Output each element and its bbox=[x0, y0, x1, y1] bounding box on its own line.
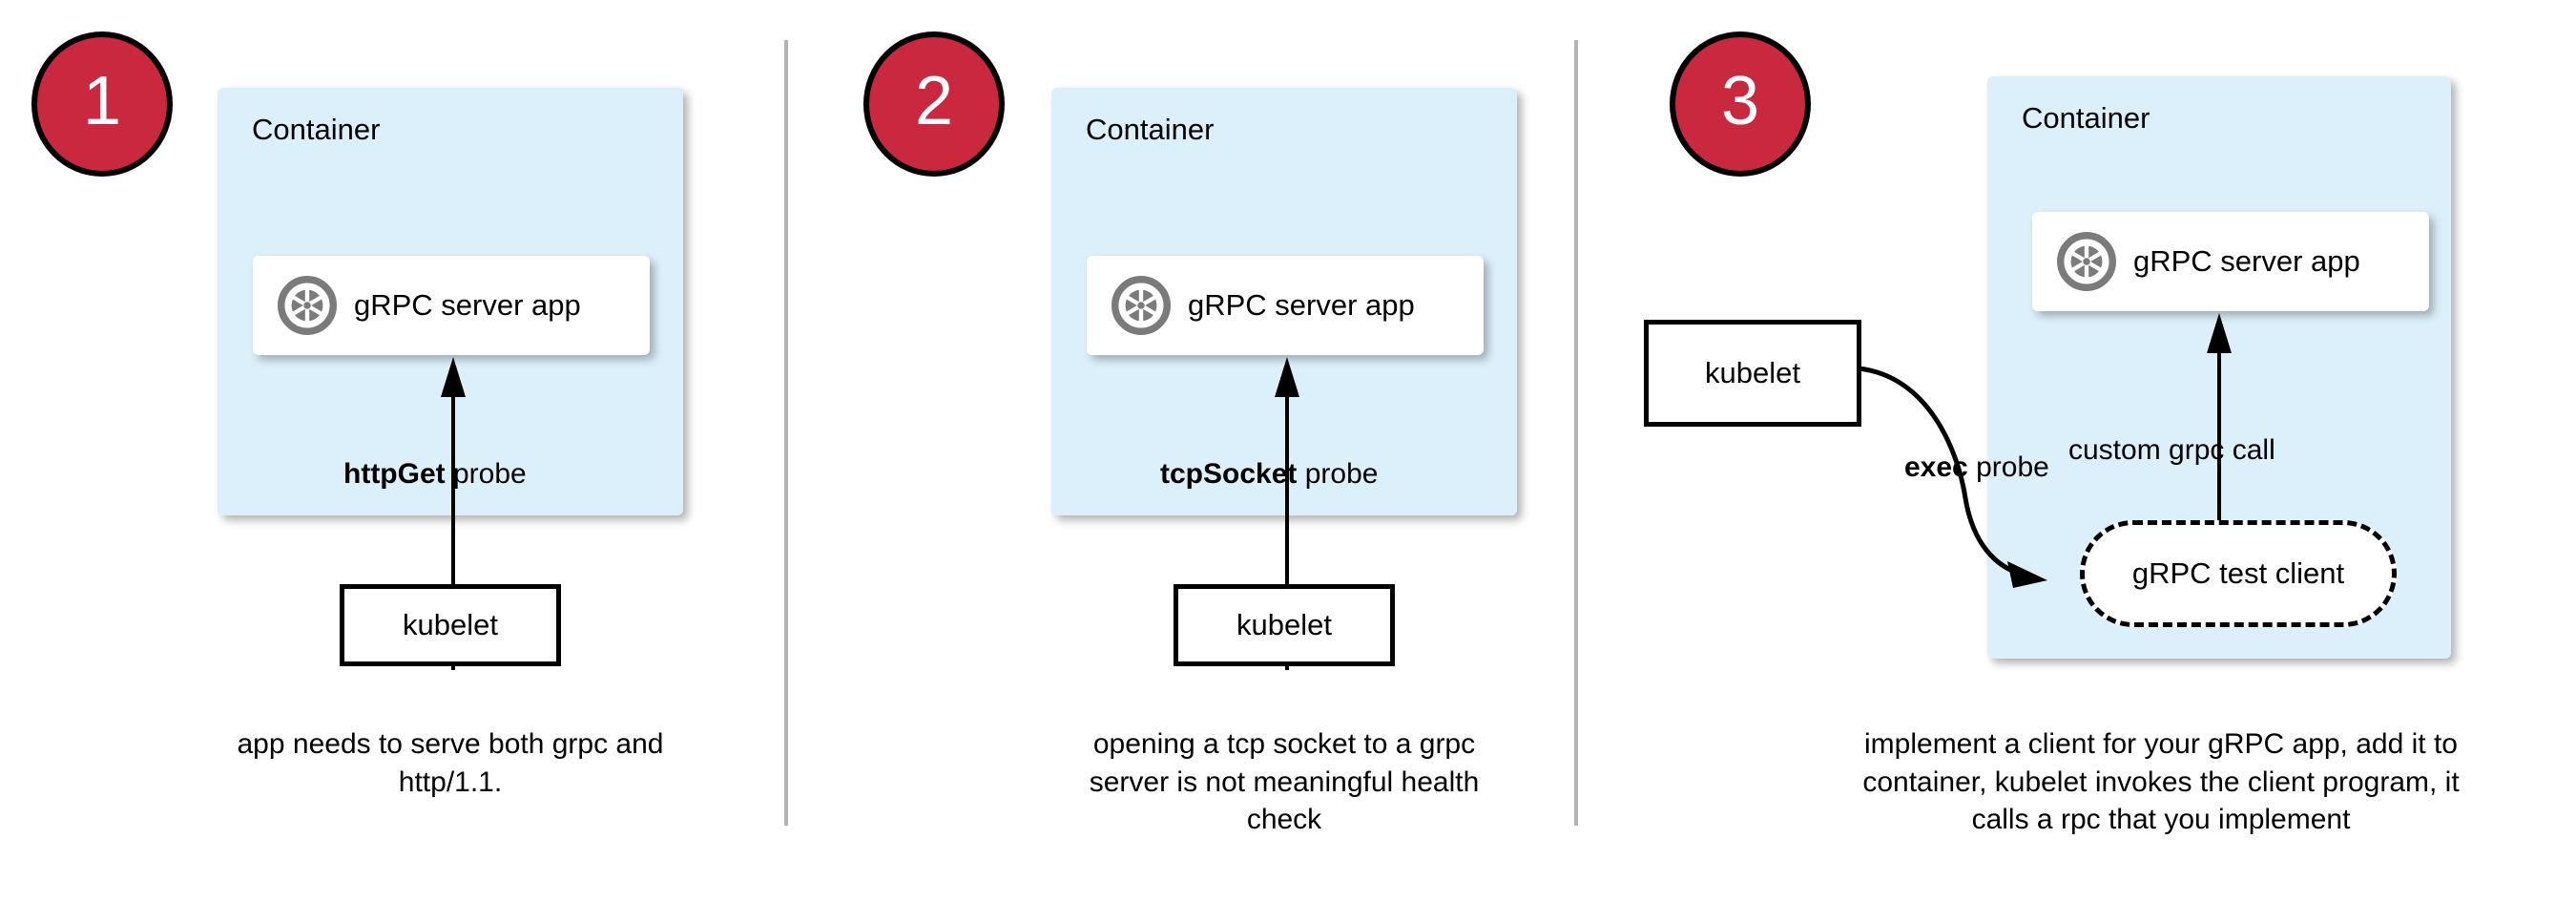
kubelet-box-1: kubelet bbox=[340, 584, 561, 666]
step-badge-3: 3 bbox=[1670, 31, 1811, 177]
panel-caption-2: opening a tcp socket to a grpc server is… bbox=[1089, 728, 1480, 836]
grpc-logo-icon bbox=[1111, 276, 1171, 335]
exec-probe-label-rest: probe bbox=[1967, 451, 2049, 483]
custom-grpc-call-label: custom grpc call bbox=[2068, 434, 2275, 466]
grpc-server-app-label-2: gRPC server app bbox=[1188, 288, 1415, 322]
kubelet-label-2: kubelet bbox=[1236, 608, 1332, 641]
step-badge-1: 1 bbox=[31, 31, 173, 177]
httpget-probe-label-bold: httpGet bbox=[343, 458, 446, 490]
panel-divider-1 bbox=[784, 40, 788, 826]
container-label-2: Container bbox=[1086, 113, 1215, 146]
kubelet-box-3: kubelet bbox=[1644, 320, 1861, 427]
kubelet-label-1: kubelet bbox=[403, 608, 498, 641]
httpget-probe-label: httpGet probe bbox=[343, 458, 527, 490]
exec-probe-label: exec probe bbox=[1904, 451, 2049, 483]
kubelet-label-3: kubelet bbox=[1705, 356, 1800, 389]
step-badge-3-number: 3 bbox=[1720, 63, 1760, 139]
container-label-3: Container bbox=[2022, 101, 2150, 135]
exec-probe-label-bold: exec bbox=[1904, 451, 1968, 483]
panel-caption-1: app needs to serve both grpc and http/1.… bbox=[237, 728, 664, 798]
grpc-server-app-label-1: gRPC server app bbox=[354, 288, 581, 322]
tcpsocket-probe-label-rest: probe bbox=[1297, 458, 1379, 490]
httpget-probe-label-rest: probe bbox=[445, 458, 527, 490]
grpc-logo-icon bbox=[2057, 232, 2116, 291]
grpc-test-client-node: gRPC test client bbox=[2080, 520, 2397, 627]
container-label-1: Container bbox=[252, 113, 381, 146]
grpc-server-app-card-2: gRPC server app bbox=[1087, 256, 1484, 355]
grpc-test-client-label: gRPC test client bbox=[2131, 556, 2345, 590]
grpc-server-app-label-3: gRPC server app bbox=[2133, 244, 2360, 278]
kubelet-box-2: kubelet bbox=[1174, 584, 1395, 666]
step-badge-2-number: 2 bbox=[914, 63, 954, 139]
grpc-server-app-card-3: gRPC server app bbox=[2032, 212, 2429, 311]
grpc-server-app-card-1: gRPC server app bbox=[253, 256, 650, 355]
panel-divider-2 bbox=[1574, 40, 1578, 826]
tcpsocket-probe-label: tcpSocket probe bbox=[1160, 458, 1378, 490]
tcpsocket-probe-label-bold: tcpSocket bbox=[1160, 458, 1298, 490]
grpc-logo-icon bbox=[278, 276, 337, 335]
step-badge-1-number: 1 bbox=[82, 63, 122, 139]
step-badge-2: 2 bbox=[863, 31, 1005, 177]
panel-caption-3: implement a client for your gRPC app, ad… bbox=[1862, 728, 2460, 836]
